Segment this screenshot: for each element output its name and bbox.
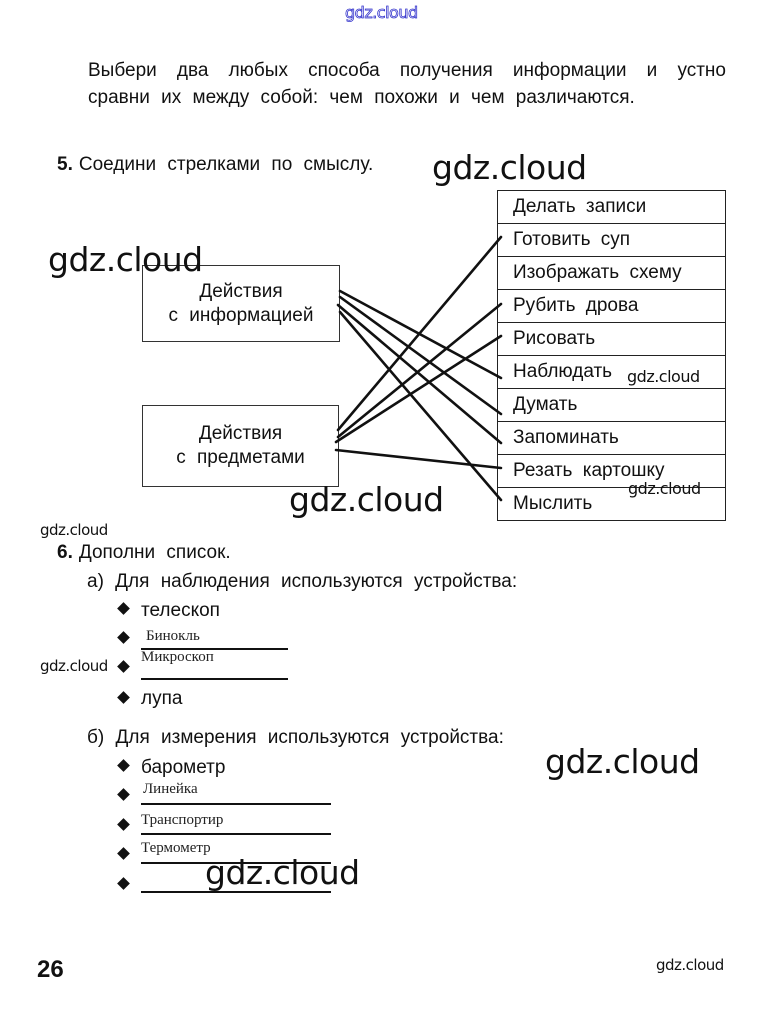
answer-line [141,678,288,680]
task5-number: 5. [57,154,73,175]
task5-heading: 5.Соедини стрелками по смыслу. [57,155,373,174]
bullet-icon [117,759,130,772]
action-item-rubit-drova[interactable]: Рубить дрова [498,290,725,323]
category-info-line2: с информацией [168,304,314,326]
answer-line [141,833,331,835]
bullet-icon [117,602,130,615]
task6-b-label: б) Для измерения используются устройства… [87,727,504,748]
watermark-rezat: gdz.cloud [628,479,701,498]
action-item-gotovit-sup[interactable]: Готовить суп [498,224,725,257]
action-item-rezat-kartoshku[interactable]: Резать картошку [498,455,725,488]
item-barometr: барометр [141,757,226,778]
connection-line-info-5 [338,289,503,380]
watermark-bullet-row: gdz.cloud [40,657,108,675]
watermark-left-top: gdz.cloud [48,240,203,279]
bullet-icon [117,631,130,644]
connection-line-info-9 [338,310,503,502]
item-lupa: лупа [141,688,183,709]
connection-line-objects-8 [334,448,503,470]
category-info-line1: Действия [199,280,283,302]
watermark-footer: gdz.cloud [656,956,724,974]
page-number: 26 [37,956,64,983]
watermark-task5: gdz.cloud [432,148,587,187]
watermark-top: gdz.cloud [345,3,419,23]
intro-paragraph: Выбери два любых способа получения инфор… [88,60,726,108]
category-objects-line2: с предметами [176,447,305,468]
action-item-delat-zapisi[interactable]: Делать записи [498,191,725,224]
task6-a-label: а) Для наблюдения используются устройств… [87,571,518,592]
answer-binokl[interactable]: Бинокль [146,628,200,644]
actions-list: Делать записи Готовить суп Изображать сх… [497,190,726,521]
answer-line [141,862,331,864]
action-item-dumat[interactable]: Думать [498,389,725,422]
connection-line-objects-1 [336,235,503,432]
watermark-center-bottom: gdz.cloud [289,480,444,519]
answer-line [141,648,288,650]
task5-title: Соедини стрелками по смыслу. [78,154,374,175]
answer-mikroskop[interactable]: Микроскоп [141,649,214,665]
action-item-myslit[interactable]: Мыслить [513,493,593,514]
action-item-zapominat[interactable]: Запоминать [498,422,725,455]
bullet-icon [117,818,130,831]
category-box-info[interactable]: Действия с информацией [142,265,340,342]
task6-heading: 6.Дополни список. [57,543,231,562]
task6-number: 6. [57,542,73,563]
watermark-nablyudat: gdz.cloud [627,367,700,386]
connection-line-info-6 [338,295,503,416]
task6-title: Дополни список. [78,542,231,563]
connection-line-objects-3 [336,302,503,439]
answer-lineyka[interactable]: Линейка [143,781,198,797]
watermark-bottom-center: gdz.cloud [205,853,360,892]
answer-line [141,891,331,893]
answer-termometr[interactable]: Термометр [141,840,211,856]
bullet-icon [117,660,130,673]
answer-transportir[interactable]: Транспортир [141,812,224,828]
answer-line [141,803,331,805]
bullet-icon [117,847,130,860]
watermark-left-small: gdz.cloud [40,521,108,539]
connection-line-objects-4 [334,334,503,444]
connection-line-info-7 [336,303,503,445]
action-item-risovat[interactable]: Рисовать [498,323,725,356]
action-item-nablyudat[interactable]: Наблюдать [498,356,725,389]
bullet-icon [117,788,130,801]
item-teleskop: телескоп [141,600,220,621]
bullet-icon [117,877,130,890]
category-objects-line1: Действия [198,423,283,444]
watermark-right-mid: gdz.cloud [545,742,700,781]
bullet-icon [117,691,130,704]
category-box-objects[interactable]: Действия с предметами [142,405,339,487]
action-item-izobrazhat-skhemu[interactable]: Изображать схему [498,257,725,290]
